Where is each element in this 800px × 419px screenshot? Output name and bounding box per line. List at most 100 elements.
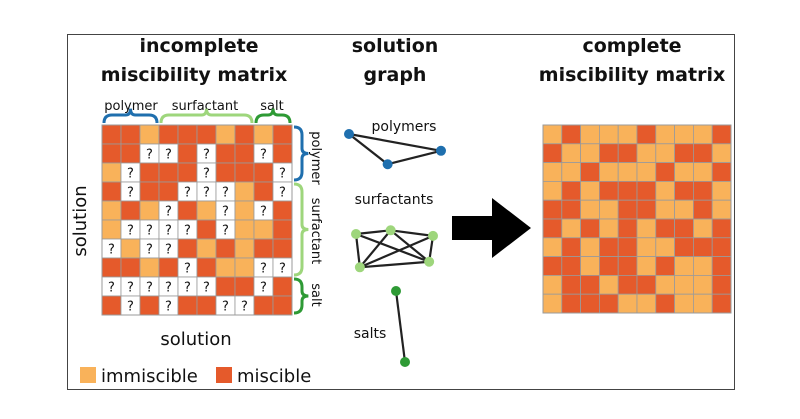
matrix-cell-miscible — [253, 181, 274, 202]
matrix-cell-immiscible — [234, 238, 255, 259]
matrix-cell-miscible — [196, 295, 217, 316]
matrix-cell-immiscible — [711, 143, 732, 164]
matrix-cell-miscible — [636, 199, 657, 220]
matrix-cell-miscible — [253, 295, 274, 316]
side-label-salt: salt — [308, 283, 323, 306]
matrix-cell-miscible — [636, 124, 657, 145]
unknown-mark: ? — [184, 262, 191, 277]
unknown-mark: ? — [165, 243, 172, 258]
unknown-mark: ? — [127, 300, 134, 315]
matrix-cell-immiscible — [711, 199, 732, 220]
middle-title-line-2: graph — [364, 64, 427, 86]
matrix-cell-immiscible — [580, 256, 600, 276]
matrix-cell-miscible — [120, 257, 141, 278]
matrix-cell-miscible — [693, 180, 713, 201]
legend-label-miscible: miscible — [237, 366, 311, 387]
unknown-mark: ? — [184, 281, 191, 296]
unknown-mark: ? — [203, 186, 210, 201]
matrix-cell-immiscible — [215, 257, 236, 278]
graph-label-salts: salts — [354, 326, 387, 342]
side-brace-polymer — [293, 125, 309, 182]
matrix-cell-miscible — [196, 219, 217, 240]
matrix-cell-immiscible — [674, 256, 694, 276]
graph-label-polymers: polymers — [372, 119, 437, 135]
matrix-cell-immiscible — [580, 143, 600, 164]
matrix-cell-immiscible — [234, 219, 255, 240]
matrix-cell-immiscible — [617, 293, 638, 314]
matrix-cell-miscible — [272, 238, 293, 259]
matrix-cell-immiscible — [101, 200, 122, 221]
matrix-cell-miscible — [542, 218, 563, 239]
unknown-mark: ? — [260, 148, 267, 163]
matrix-cell-miscible — [215, 238, 236, 259]
left-title-line-1: incomplete — [139, 35, 258, 57]
matrix-cell-miscible — [177, 295, 198, 316]
matrix-cell-miscible — [674, 218, 694, 239]
matrix-cell-miscible — [711, 256, 732, 276]
matrix-cell-miscible — [674, 237, 694, 258]
top-label-surfactant: surfactant — [172, 99, 238, 114]
matrix-cell-miscible — [655, 162, 675, 182]
matrix-cell-miscible — [215, 143, 236, 164]
matrix-cell-miscible — [674, 143, 694, 164]
unknown-mark: ? — [146, 148, 153, 163]
matrix-cell-miscible — [177, 200, 198, 221]
surfactants-edge — [390, 229, 434, 237]
matrix-cell-miscible — [215, 276, 236, 297]
matrix-cell-miscible — [177, 143, 198, 164]
group-braces — [102, 108, 309, 315]
unknown-mark: ? — [165, 205, 172, 220]
unknown-mark: ? — [165, 300, 172, 315]
matrix-cell-immiscible — [580, 124, 600, 145]
unknown-mark: ? — [260, 281, 267, 296]
unknown-mark: ? — [184, 186, 191, 201]
matrix-cell-miscible — [693, 237, 713, 258]
matrix-cell-miscible — [561, 180, 581, 201]
matrix-cell-miscible — [617, 218, 638, 239]
matrix-cell-immiscible — [674, 274, 694, 295]
matrix-cell-miscible — [120, 124, 141, 145]
unknown-mark: ? — [127, 186, 134, 201]
unknown-mark: ? — [279, 167, 286, 182]
unknown-mark: ? — [127, 281, 134, 296]
surfactants-edge — [359, 229, 392, 269]
matrix-cell-immiscible — [215, 124, 236, 145]
matrix-cell-immiscible — [674, 162, 694, 182]
matrix-cell-immiscible — [693, 293, 713, 314]
surfactants-node — [354, 262, 365, 273]
matrix-cell-immiscible — [542, 180, 563, 201]
matrix-cell-immiscible — [693, 162, 713, 182]
matrix-cell-immiscible — [561, 143, 581, 164]
matrix-cell-miscible — [542, 256, 563, 276]
matrix-cell-miscible — [599, 143, 619, 164]
unknown-mark: ? — [203, 281, 210, 296]
top-label-polymer: polymer — [104, 99, 158, 114]
matrix-cell-miscible — [617, 274, 638, 295]
unknown-mark: ? — [146, 224, 153, 239]
matrix-cell-miscible — [234, 276, 255, 297]
surfactants-node — [424, 256, 435, 267]
matrix-cell-immiscible — [693, 274, 713, 295]
matrix-cell-miscible — [215, 162, 236, 183]
matrix-cell-miscible — [561, 124, 581, 145]
unknown-mark: ? — [222, 186, 229, 201]
unknown-mark: ? — [108, 281, 115, 296]
surfactants-edge — [355, 232, 430, 263]
matrix-cell-miscible — [617, 180, 638, 201]
surfactants-node — [428, 230, 438, 241]
matrix-cell-miscible — [542, 143, 563, 164]
unknown-mark: ? — [184, 224, 191, 239]
matrix-cell-immiscible — [101, 219, 122, 240]
matrix-cell-immiscible — [599, 274, 619, 295]
matrix-cell-immiscible — [599, 218, 619, 239]
matrix-cell-immiscible — [599, 162, 619, 182]
matrix-cell-miscible — [158, 124, 179, 145]
matrix-cell-immiscible — [693, 124, 713, 145]
polymers-node — [344, 129, 354, 139]
matrix-cell-miscible — [272, 219, 293, 240]
matrix-cell-miscible — [234, 124, 255, 145]
matrix-cell-miscible — [711, 218, 732, 239]
matrix-cell-miscible — [234, 143, 255, 164]
matrix-cell-miscible — [120, 200, 141, 221]
